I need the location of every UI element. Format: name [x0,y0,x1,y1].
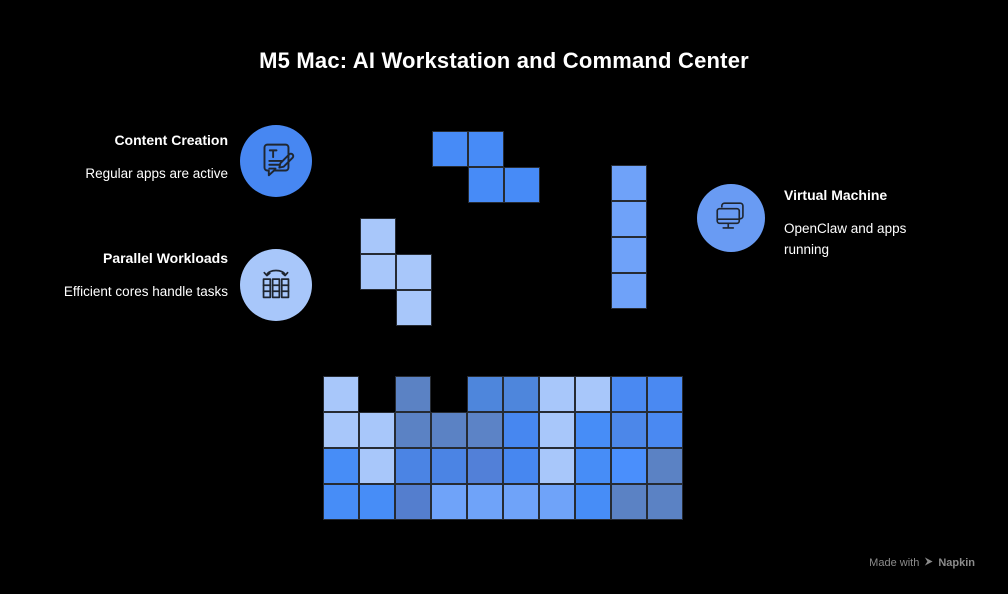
grid-cell [467,412,503,448]
grid-cell [575,376,611,412]
watermark: Made with Napkin [869,556,975,570]
grid-cell [503,376,539,412]
virtual-machine-subtitle: OpenClaw and apps running [784,221,907,257]
grid-cell [359,412,395,448]
annotation-content-creation: Content Creation Regular apps are active [18,132,228,184]
tetris-cell-i-piece-vertical [611,165,647,201]
tetris-cell-s-piece-bright-blue [468,131,504,167]
grid-cell [647,484,683,520]
tetris-cell-s-piece-light-blue [360,254,396,290]
parallel-workloads-title: Parallel Workloads [102,250,228,266]
grid-cell [431,448,467,484]
grid-cell [323,448,359,484]
grid-cell [323,412,359,448]
content-creation-subtitle: Regular apps are active [85,166,228,181]
grid-cell [539,448,575,484]
tetris-cell-s-piece-light-blue [396,290,432,326]
grid-cell [611,376,647,412]
grid-cell [431,412,467,448]
tetris-cell-s-piece-bright-blue [504,167,540,203]
tetris-cell-i-piece-vertical [611,237,647,273]
grid-cell [539,484,575,520]
grid-cell [575,484,611,520]
grid-cell [395,412,431,448]
dual-monitors-icon [709,194,753,243]
virtual-machine-title: Virtual Machine [784,187,888,203]
napkin-logo-icon [923,556,934,570]
tetris-cell-s-piece-light-blue [396,254,432,290]
grid-cell [395,484,431,520]
grid-cell [503,484,539,520]
grid-cell [431,484,467,520]
tetris-cell-i-piece-vertical [611,201,647,237]
grid-cell [467,484,503,520]
annotation-virtual-machine: Virtual Machine OpenClaw and apps runnin… [784,187,944,260]
content-creation-badge [240,125,312,197]
grid-cell [467,448,503,484]
watermark-prefix: Made with [869,557,920,569]
grid-cell [467,376,503,412]
parallel-workloads-subtitle: Efficient cores handle tasks [63,284,228,299]
grid-cell [503,412,539,448]
grid-cell [647,448,683,484]
page-title: M5 Mac: AI Workstation and Command Cente… [259,48,749,73]
tetris-cell-s-piece-bright-blue [468,167,504,203]
grid-cell [647,412,683,448]
grid-cell [575,448,611,484]
parallel-workloads-badge [240,249,312,321]
content-creation-title: Content Creation [114,132,228,148]
grid-cell [395,448,431,484]
document-pencil-icon [253,136,299,187]
grid-cell [539,412,575,448]
tetris-cell-s-piece-bright-blue [432,131,468,167]
grid-cell [539,376,575,412]
parallel-columns-icon [253,260,299,311]
grid-cell [611,484,647,520]
grid-cell [647,376,683,412]
watermark-brand: Napkin [938,557,975,569]
grid-cell [323,484,359,520]
tetris-cell-s-piece-light-blue [360,218,396,254]
grid-cell [611,412,647,448]
grid-cell [395,376,431,412]
grid-cell [323,376,359,412]
grid-cell [359,484,395,520]
virtual-machine-badge [697,184,765,252]
tetris-cell-i-piece-vertical [611,273,647,309]
grid-cell [575,412,611,448]
grid-cell [503,448,539,484]
grid-cell [611,448,647,484]
grid-cell [359,448,395,484]
annotation-parallel-workloads: Parallel Workloads Efficient cores handl… [18,250,228,302]
